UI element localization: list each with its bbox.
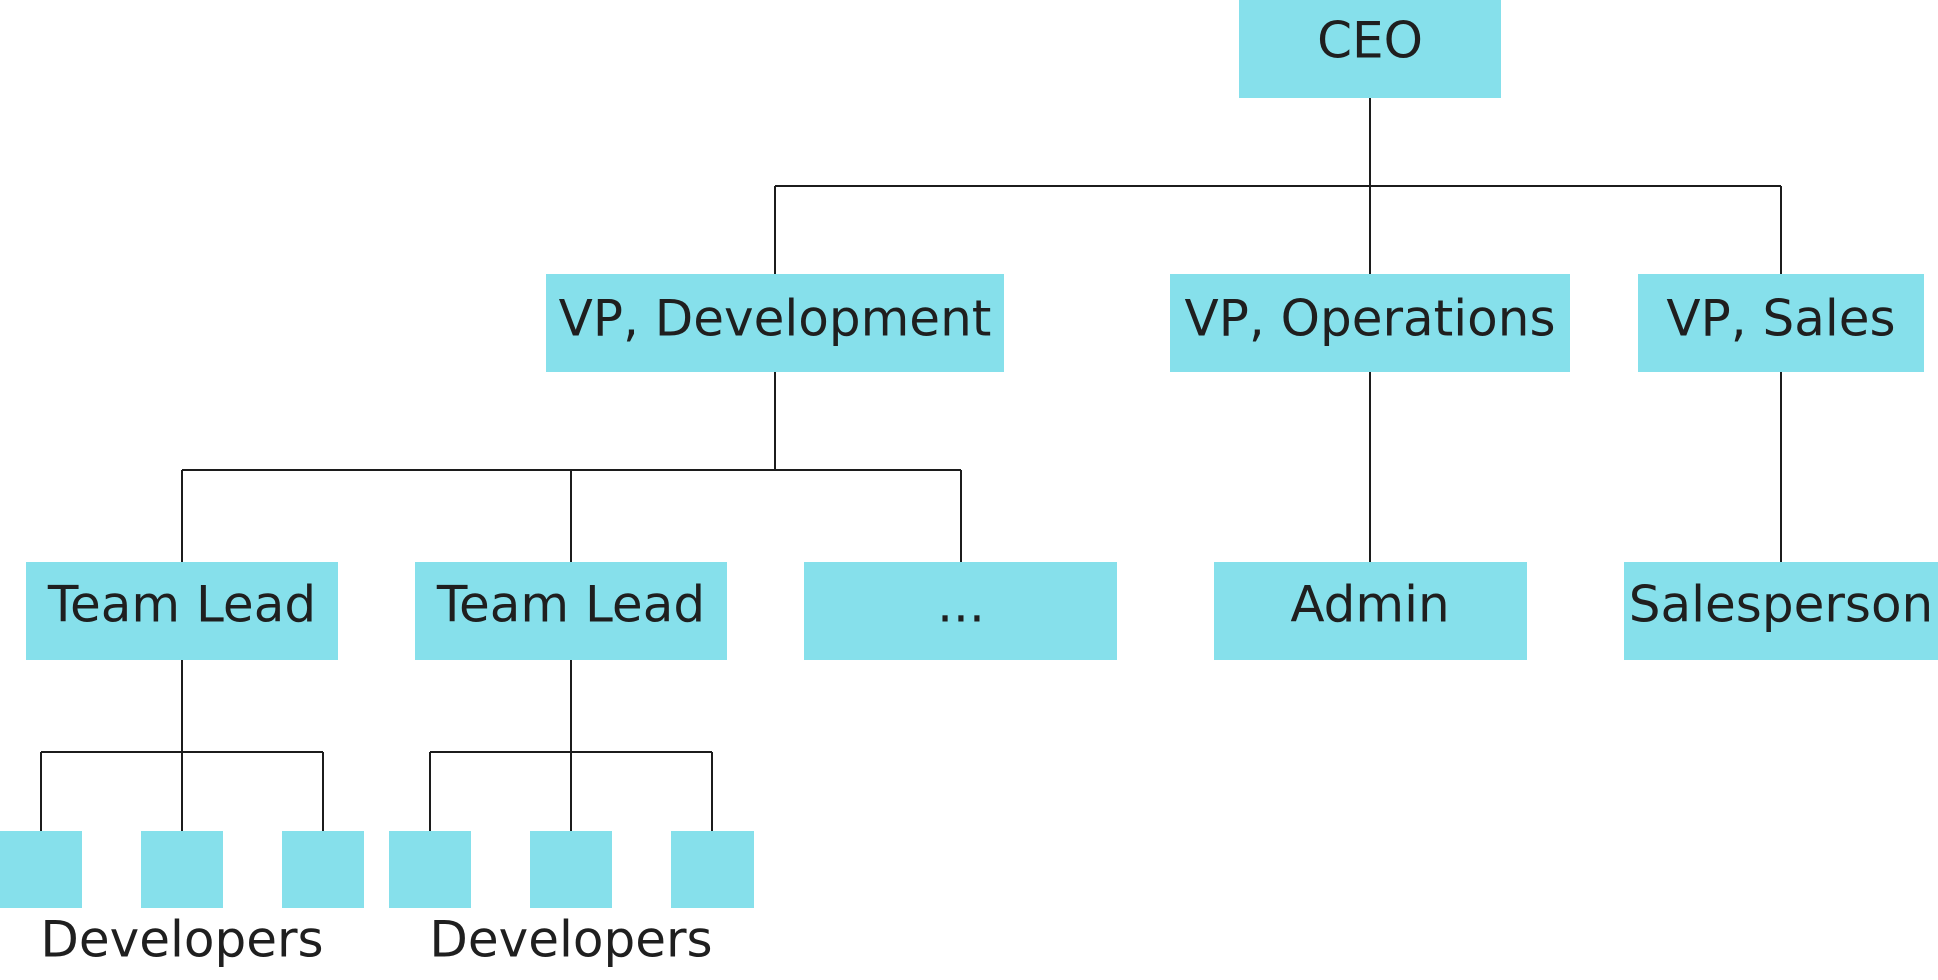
developer-box: [141, 831, 223, 908]
team-lead-1-label: Team Lead: [47, 576, 316, 634]
vp-operations-node: VP, Operations: [1170, 274, 1570, 372]
more-reports-box: [804, 562, 1117, 660]
salesperson-box: [1624, 562, 1938, 660]
vp-sales-node: VP, Sales: [1638, 274, 1924, 372]
more-reports-label: ...: [937, 576, 985, 634]
ceo-node: CEO: [1239, 0, 1501, 98]
ceo-box: [1239, 0, 1501, 98]
vp-development-label: VP, Development: [559, 290, 992, 348]
team-lead-2-node: Team Lead: [415, 562, 727, 660]
team-lead-2-box: [415, 562, 727, 660]
developer-box: [282, 831, 364, 908]
developer-box: [530, 831, 612, 908]
salesperson-label: Salesperson: [1629, 576, 1933, 634]
developer-box: [671, 831, 754, 908]
team-lead-2-label: Team Lead: [436, 576, 705, 634]
developer-box: [389, 831, 471, 908]
developer-group-2: Developers: [389, 831, 754, 969]
vp-operations-box: [1170, 274, 1570, 372]
ceo-label: CEO: [1317, 12, 1423, 70]
developer-group-2-label: Developers: [429, 911, 712, 969]
team-lead-1-box: [26, 562, 338, 660]
developer-box: [0, 831, 82, 908]
salesperson-node: Salesperson: [1624, 562, 1938, 660]
admin-node: Admin: [1214, 562, 1527, 660]
vp-sales-box: [1638, 274, 1924, 372]
vp-development-box: [546, 274, 1004, 372]
vp-development-node: VP, Development: [546, 274, 1004, 372]
admin-box: [1214, 562, 1527, 660]
team-lead-1-node: Team Lead: [26, 562, 338, 660]
vp-operations-label: VP, Operations: [1184, 290, 1555, 348]
developer-group-1-label: Developers: [40, 911, 323, 969]
more-reports-node: ...: [804, 562, 1117, 660]
vp-sales-label: VP, Sales: [1666, 290, 1895, 348]
connectors: [40, 98, 1782, 831]
admin-label: Admin: [1290, 576, 1449, 634]
developer-group-1: Developers: [0, 831, 364, 969]
